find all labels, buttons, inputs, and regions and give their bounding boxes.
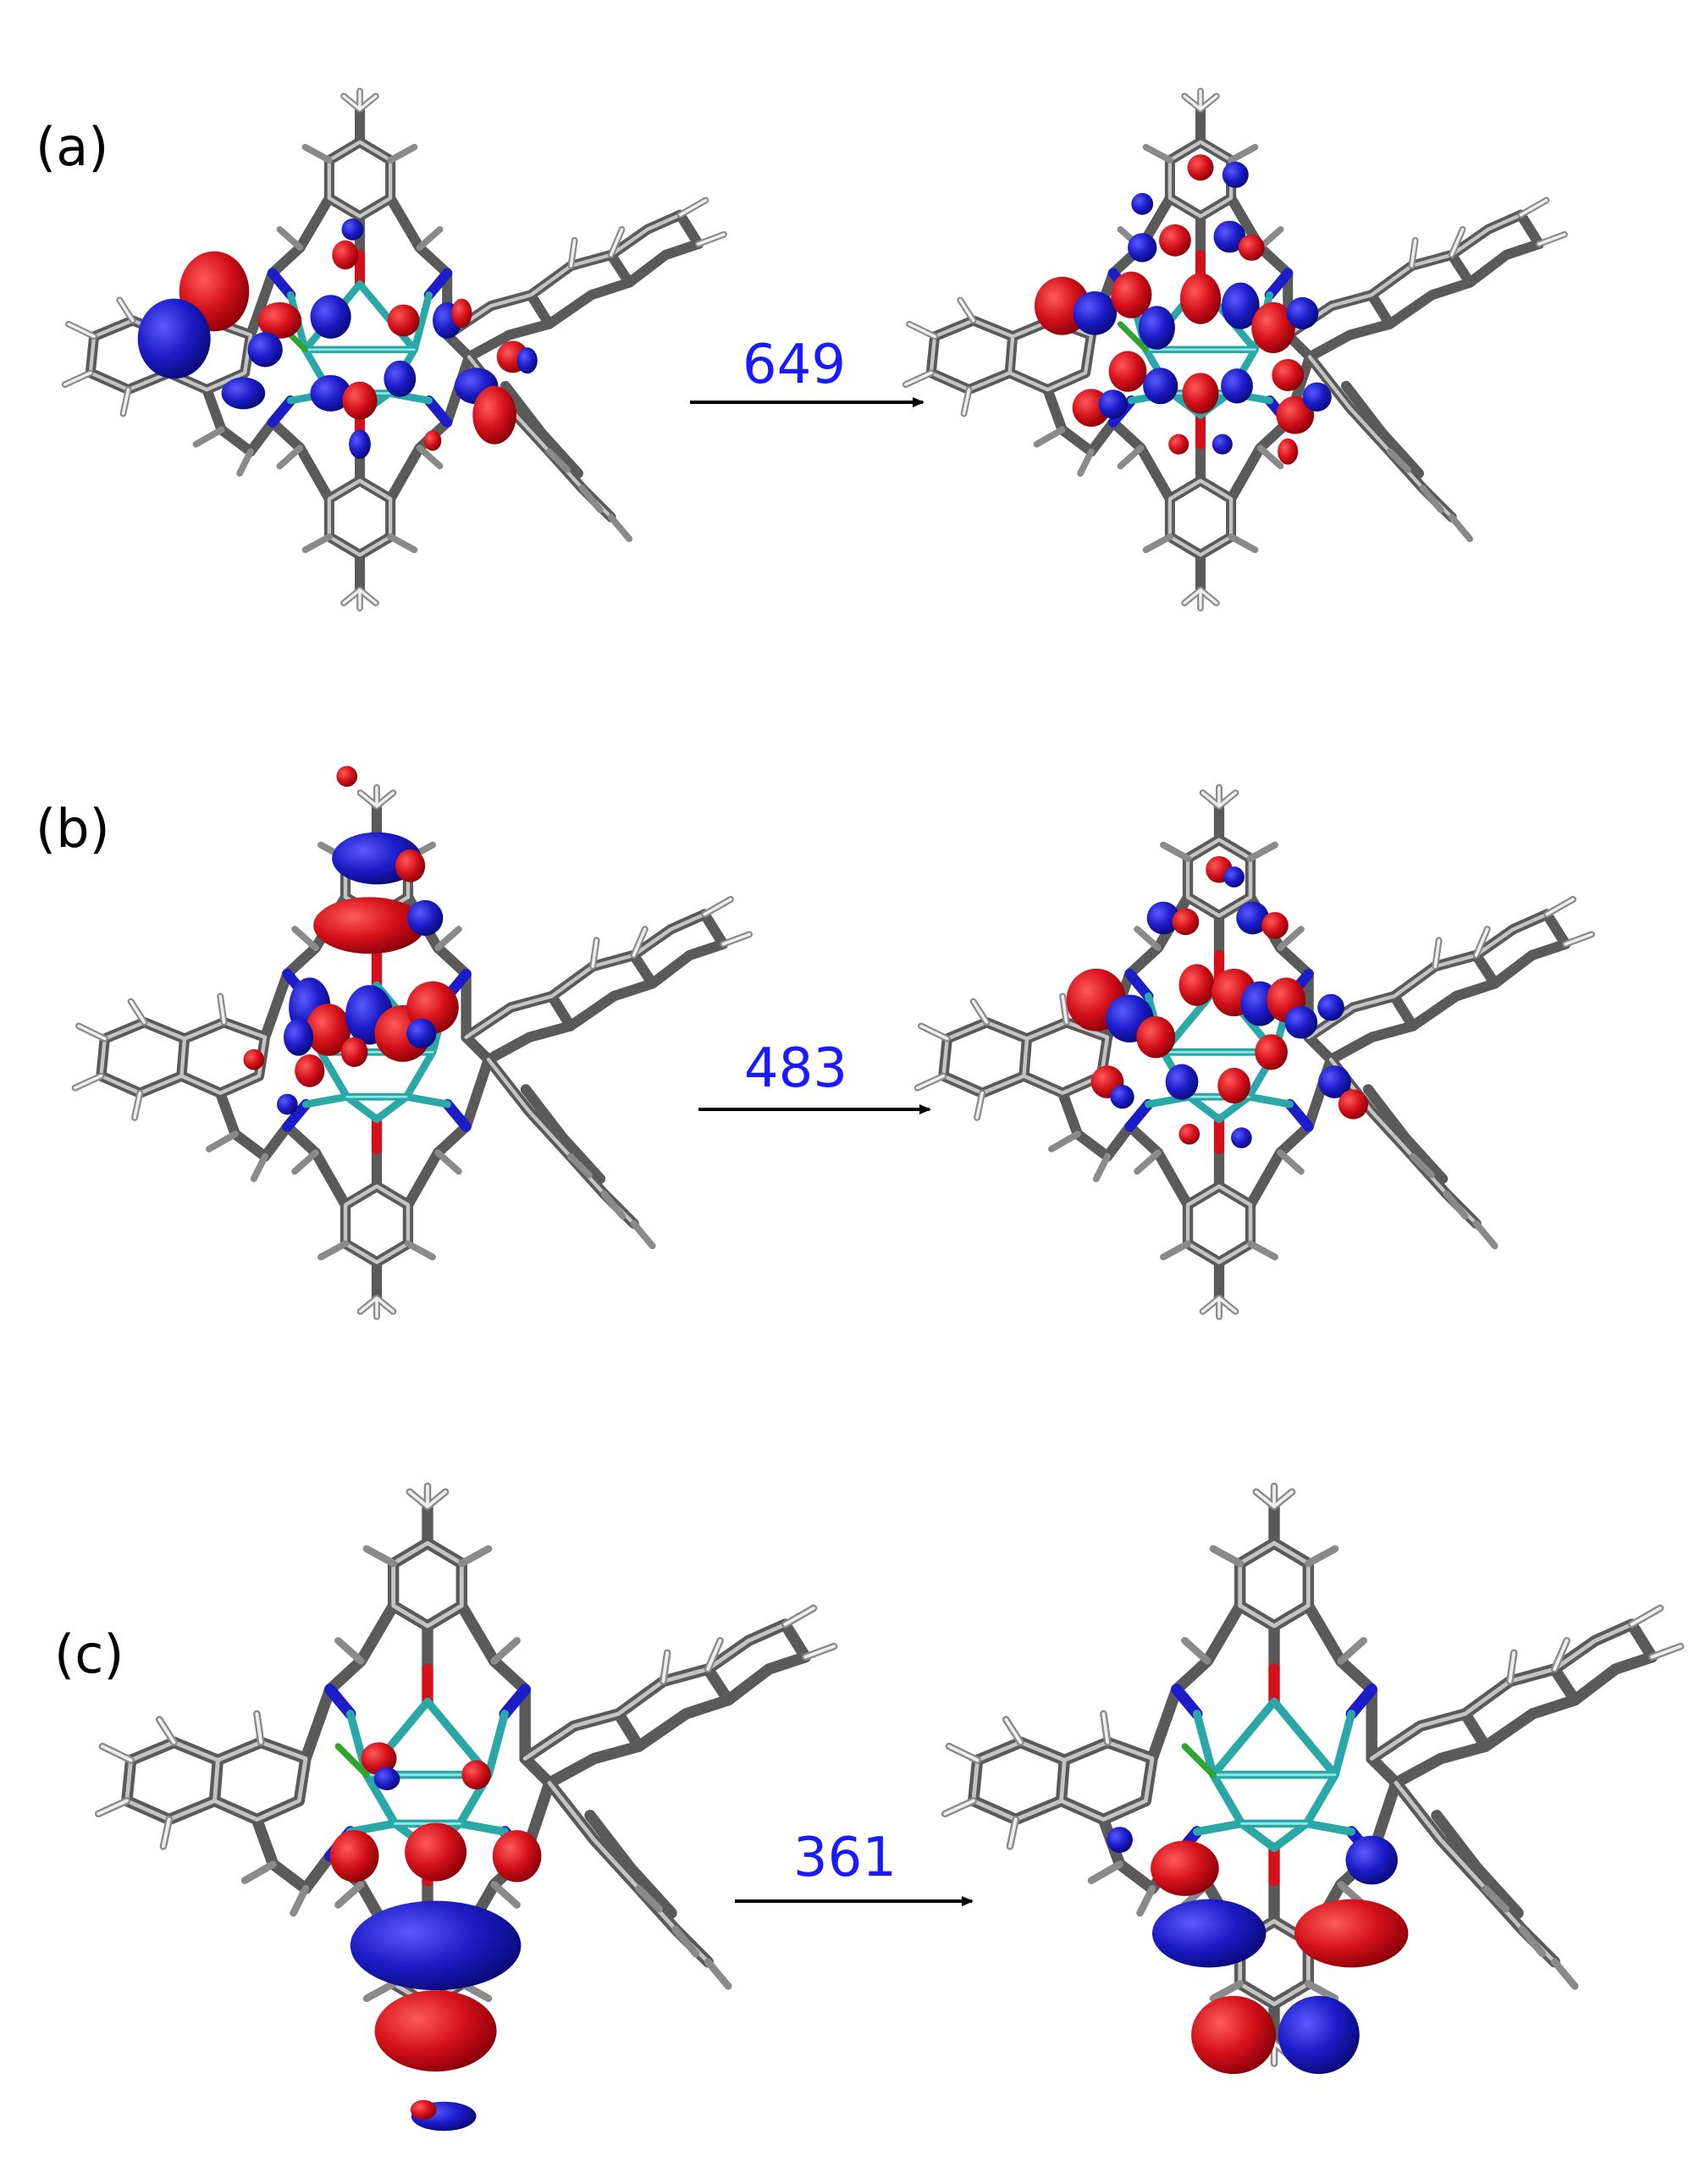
molecule-c-final <box>945 1486 1681 2075</box>
molecule-a-final <box>906 91 1565 608</box>
molecule-a-initial <box>65 91 724 608</box>
orbital-lobes-a-final <box>1034 154 1332 465</box>
panel-a: (a) <box>36 91 1565 608</box>
orbital-lobes-c-final <box>1107 1827 1409 2075</box>
orbital-lobes-c-initial <box>329 1742 542 2131</box>
panel-label-b: (b) <box>36 798 110 860</box>
transition-arrow-b: 483 <box>698 1037 931 1114</box>
transition-arrow-c: 361 <box>735 1827 974 1906</box>
transition-value-b: 483 <box>744 1037 847 1100</box>
molecule-c-initial <box>98 1486 834 2131</box>
molecule-b-final <box>918 788 1592 1317</box>
panel-c: (c) 361 <box>54 1486 1681 2131</box>
transition-value-c: 361 <box>793 1827 897 1889</box>
orbital-lobes-b-initial <box>243 766 459 1115</box>
transition-value-a: 649 <box>742 334 846 396</box>
orbital-lobes-a-initial <box>137 218 538 459</box>
orbital-lobes-b-final <box>1066 855 1368 1148</box>
panel-label-a: (a) <box>36 116 108 178</box>
transition-arrow-a: 649 <box>690 334 925 407</box>
molecule-b-initial <box>75 766 749 1316</box>
panel-label-c: (c) <box>54 1623 124 1685</box>
panel-b: (b) 4 <box>36 766 1592 1316</box>
